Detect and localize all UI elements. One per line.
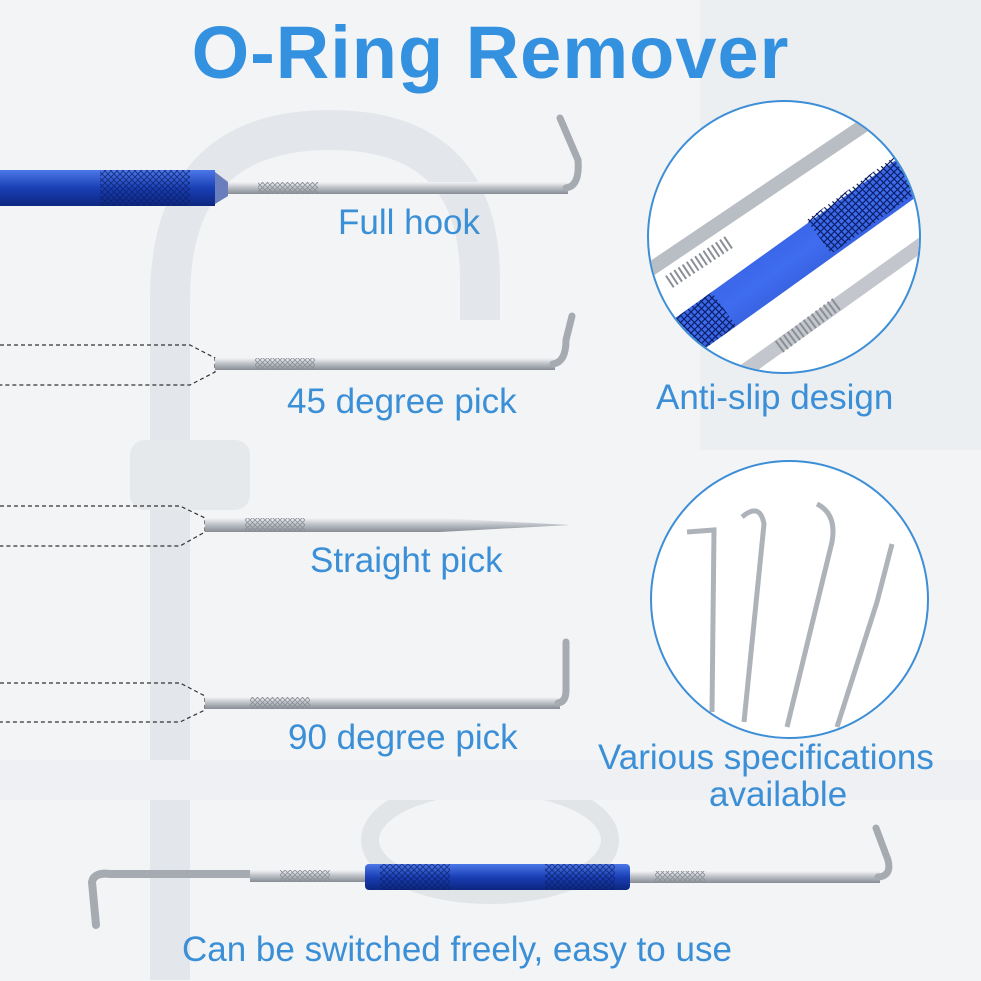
page-title: O-Ring Remover xyxy=(191,11,790,94)
90-degree-pick-label: 90 degree pick xyxy=(288,718,518,757)
straight-pick-label: Straight pick xyxy=(310,541,503,580)
anti-slip-design-label: Anti-slip design xyxy=(656,378,894,417)
specifications-label-line1: Various specifications xyxy=(598,738,934,777)
various-picks-image xyxy=(686,501,895,728)
anti-slip-detail-circle xyxy=(647,100,921,374)
specifications-label-line2: available xyxy=(709,775,848,814)
45-degree-pick-label: 45 degree pick xyxy=(287,382,517,421)
anti-slip-closeup-image xyxy=(649,116,919,372)
full-hook-label: Full hook xyxy=(338,203,481,242)
specifications-detail-circle xyxy=(650,460,929,739)
bottom-caption: Can be switched freely, easy to use xyxy=(182,930,732,969)
